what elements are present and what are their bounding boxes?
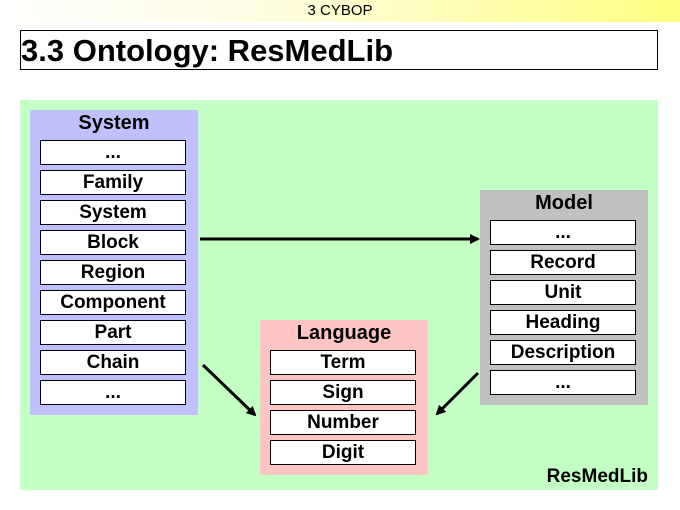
model-item: ... [490,220,636,245]
section-header: 3 CYBOP [0,0,680,22]
system-group: System ... Family System Block Region Co… [30,110,198,415]
system-item: ... [40,380,186,405]
slide-title: 3.3 Ontology: ResMedLib [20,30,658,70]
model-item: Record [490,250,636,275]
system-item: Family [40,170,186,195]
model-item: ... [490,370,636,395]
system-item: Block [40,230,186,255]
language-item: Sign [270,380,416,405]
system-item: Region [40,260,186,285]
language-group-title: Language [296,322,392,344]
system-item: System [40,200,186,225]
system-item: ... [40,140,186,165]
language-item: Term [270,350,416,375]
system-item: Chain [40,350,186,375]
model-group: Model ... Record Unit Heading Descriptio… [480,190,648,405]
model-item: Description [490,340,636,365]
language-group: Language Term Sign Number Digit [260,320,428,475]
language-item: Number [270,410,416,435]
system-item: Component [40,290,186,315]
system-group-title: System [78,112,150,134]
model-item: Heading [490,310,636,335]
model-group-title: Model [535,192,593,214]
library-label: ResMedLib [546,466,648,487]
system-item: Part [40,320,186,345]
model-item: Unit [490,280,636,305]
language-item: Digit [270,440,416,465]
